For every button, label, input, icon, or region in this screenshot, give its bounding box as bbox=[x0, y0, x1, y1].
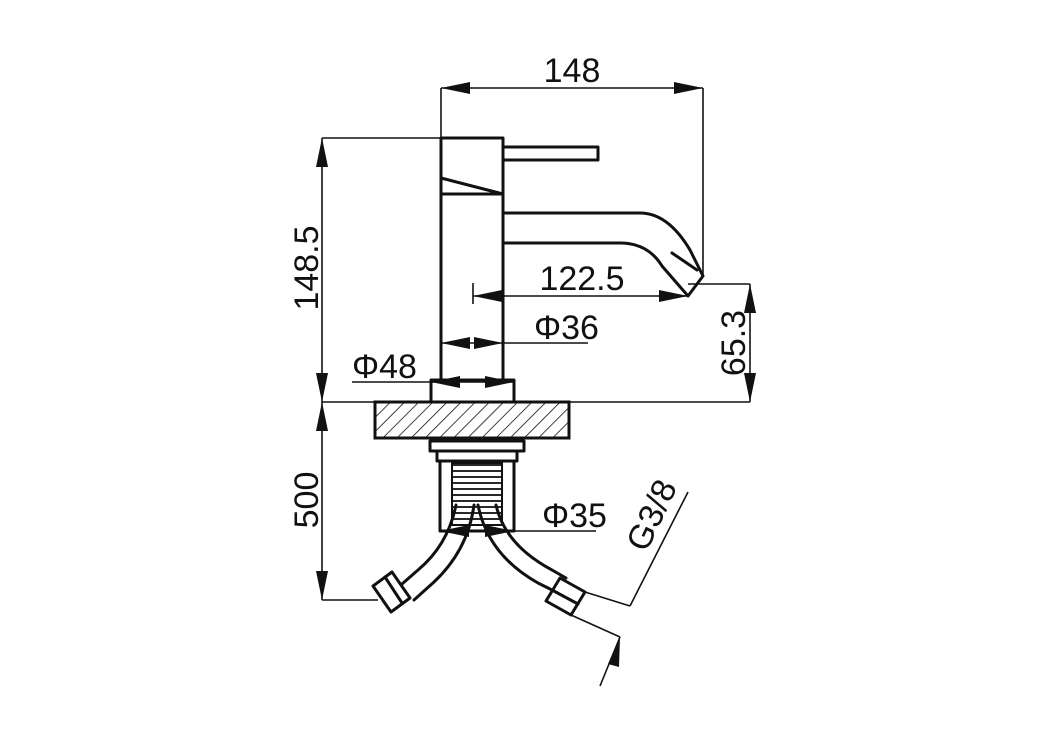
dim-total-height: 148.5 bbox=[288, 137, 441, 402]
label-body-diameter: Φ36 bbox=[534, 309, 599, 347]
dim-body-diameter: Φ36 bbox=[441, 309, 599, 349]
label-spout-height: 65.3 bbox=[715, 310, 753, 376]
label-spout-reach: 148 bbox=[544, 52, 601, 90]
faucet-spout bbox=[501, 211, 705, 298]
flexible-hoses bbox=[371, 503, 587, 617]
dim-spout-height: 65.3 bbox=[322, 283, 756, 403]
label-total-height: 148.5 bbox=[288, 225, 326, 310]
label-connection-thread: G3/8 bbox=[619, 474, 685, 557]
countertop-section bbox=[373, 400, 571, 440]
dim-spout-reach: 148 bbox=[440, 52, 704, 276]
label-hose-length: 500 bbox=[288, 472, 326, 529]
label-shank-diameter: Φ35 bbox=[542, 497, 607, 535]
dim-hose-length: 500 bbox=[288, 402, 378, 601]
faucet-body bbox=[439, 184, 505, 382]
dim-base-diameter: Φ48 bbox=[352, 348, 514, 388]
label-spout-projection: 122.5 bbox=[539, 260, 624, 298]
faucet-handle bbox=[439, 136, 600, 196]
dim-shank-diameter: Φ35 bbox=[440, 497, 607, 537]
mounting-shank bbox=[428, 439, 526, 533]
dim-spout-projection: 122.5 bbox=[472, 260, 688, 304]
label-base-diameter: Φ48 bbox=[352, 348, 417, 386]
